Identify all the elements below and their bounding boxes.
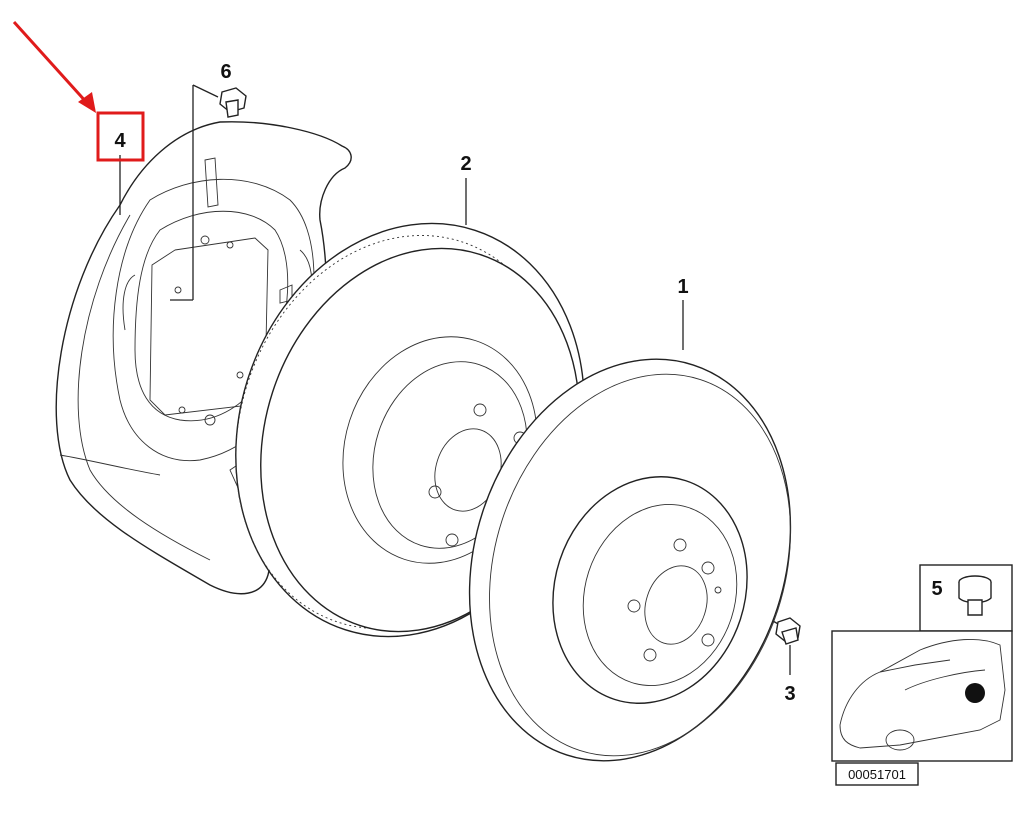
red-arrow [12,20,96,113]
callout-1: 1 [677,276,688,298]
highlight-box [96,111,145,162]
callout-6: 6 [220,61,231,83]
reference-code: 00051701 [848,767,906,782]
screw-part-3 [775,617,801,645]
car-outline [839,638,1006,751]
callout-3: 3 [784,683,795,705]
inset-locator: 00051701 [831,564,1013,786]
location-marker-dot [965,683,985,703]
bolt-part-6 [219,87,247,118]
callout-4: 4 [114,130,126,152]
callout-5: 5 [931,578,942,600]
brake-disc-part-1 [468,358,792,762]
callout-2: 2 [460,153,471,175]
plug-part-5 [958,575,992,616]
